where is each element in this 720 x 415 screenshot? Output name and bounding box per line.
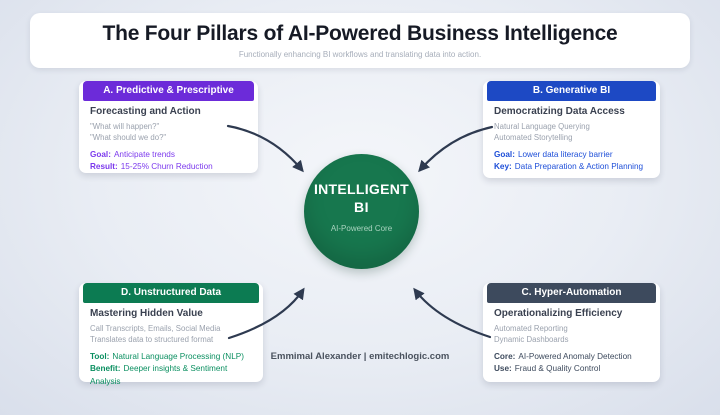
attribution-text: Emmimal Alexander | emitechlogic.com	[270, 351, 450, 362]
pillar-b-facts: Goal:Lower data literacy barrier Key:Dat…	[494, 149, 649, 174]
fact-value: Anticipate trends	[113, 149, 175, 159]
fact-line: Core:AI-Powered Anomaly Detection	[494, 351, 649, 364]
pillar-a-body: Forecasting and Action "What will happen…	[79, 101, 258, 174]
pillar-a-facts: Goal:Anticipate trends Result:15-25% Chu…	[90, 149, 247, 174]
fact-label: Use:	[494, 364, 512, 374]
fact-label: Benefit:	[90, 364, 121, 374]
page-title: The Four Pillars of AI-Powered Business …	[102, 22, 618, 45]
description-line: Natural Language Querying	[494, 122, 590, 131]
pillar-card-hyper-automation: C. Hyper-Automation Operationalizing Eff…	[483, 283, 660, 382]
fact-line: Key:Data Preparation & Action Planning	[494, 161, 649, 174]
fact-label: Core:	[494, 351, 516, 361]
pillar-b-header: B. Generative BI	[487, 81, 656, 101]
pillar-card-generative-bi: B. Generative BI Democratizing Data Acce…	[483, 81, 660, 178]
fact-label: Key:	[494, 162, 512, 172]
fact-value: Natural Language Processing (NLP)	[112, 351, 244, 361]
core-title-line2: BI	[354, 199, 369, 215]
title-card: The Four Pillars of AI-Powered Business …	[30, 13, 690, 68]
pillar-c-facts: Core:AI-Powered Anomaly Detection Use:Fr…	[494, 351, 649, 376]
arrow-generative-to-core	[418, 125, 494, 173]
description-line: "What will happen?"	[90, 122, 160, 131]
description-line: Translates data to structured format	[90, 335, 214, 345]
description-line: Call Transcripts, Emails, Social Media	[90, 324, 221, 333]
arrow-automation-to-core	[413, 287, 492, 339]
pillar-d-subheading: Mastering Hidden Value	[90, 308, 203, 319]
intelligent-bi-core-circle: INTELLIGENT BI AI-Powered Core	[304, 154, 419, 269]
fact-label: Result:	[90, 162, 118, 172]
description-line: Automated Storytelling	[494, 133, 573, 143]
fact-label: Goal:	[90, 149, 111, 159]
fact-line: Result:15-25% Churn Reduction	[90, 161, 247, 174]
fact-value: Deeper insights & Sentiment Analysis	[90, 364, 228, 386]
fact-value: Lower data literacy barrier	[517, 149, 613, 159]
pillar-a-header: A. Predictive & Prescriptive	[83, 81, 254, 101]
description-line: Dynamic Dashboards	[494, 335, 569, 345]
pillar-a-description: "What will happen?" "What should we do?"	[90, 121, 247, 144]
fact-line: Benefit:Deeper insights & Sentiment Anal…	[90, 363, 252, 388]
fact-line: Goal:Lower data literacy barrier	[494, 149, 649, 162]
pillar-c-body: Operationalizing Efficiency Automated Re…	[483, 303, 660, 376]
pillar-d-body: Mastering Hidden Value Call Transcripts,…	[79, 303, 263, 389]
pillar-d-description: Call Transcripts, Emails, Social Media T…	[90, 323, 252, 346]
fact-value: Fraud & Quality Control	[514, 364, 601, 374]
core-title-line1: INTELLIGENT	[313, 181, 410, 197]
description-line: "What should we do?"	[90, 133, 167, 143]
fact-value: 15-25% Churn Reduction	[120, 162, 213, 172]
page-subtitle: Functionally enhancing BI workflows and …	[238, 50, 482, 59]
fact-line: Goal:Anticipate trends	[90, 149, 247, 162]
pillar-b-description: Natural Language Querying Automated Stor…	[494, 121, 649, 144]
fact-line: Use:Fraud & Quality Control	[494, 363, 649, 376]
fact-label: Tool:	[90, 351, 110, 361]
pillar-b-body: Democratizing Data Access Natural Langua…	[483, 101, 660, 174]
pillar-a-subheading: Forecasting and Action	[90, 106, 201, 117]
core-caption: AI-Powered Core	[330, 224, 393, 233]
fact-label: Goal:	[494, 149, 515, 159]
fact-value: Data Preparation & Action Planning	[514, 162, 644, 172]
pillar-d-facts: Tool:Natural Language Processing (NLP) B…	[90, 351, 252, 389]
pillar-c-subheading: Operationalizing Efficiency	[494, 308, 623, 319]
description-line: Automated Reporting	[494, 324, 568, 333]
pillar-card-unstructured-data: D. Unstructured Data Mastering Hidden Va…	[79, 283, 263, 386]
fact-line: Tool:Natural Language Processing (NLP)	[90, 351, 252, 364]
pillar-card-predictive-prescriptive: A. Predictive & Prescriptive Forecasting…	[79, 81, 258, 173]
pillar-c-description: Automated Reporting Dynamic Dashboards	[494, 323, 649, 346]
pillar-d-header: D. Unstructured Data	[83, 283, 259, 303]
pillar-c-header: C. Hyper-Automation	[487, 283, 656, 303]
fact-value: AI-Powered Anomaly Detection	[518, 351, 632, 361]
pillar-b-subheading: Democratizing Data Access	[494, 106, 625, 117]
